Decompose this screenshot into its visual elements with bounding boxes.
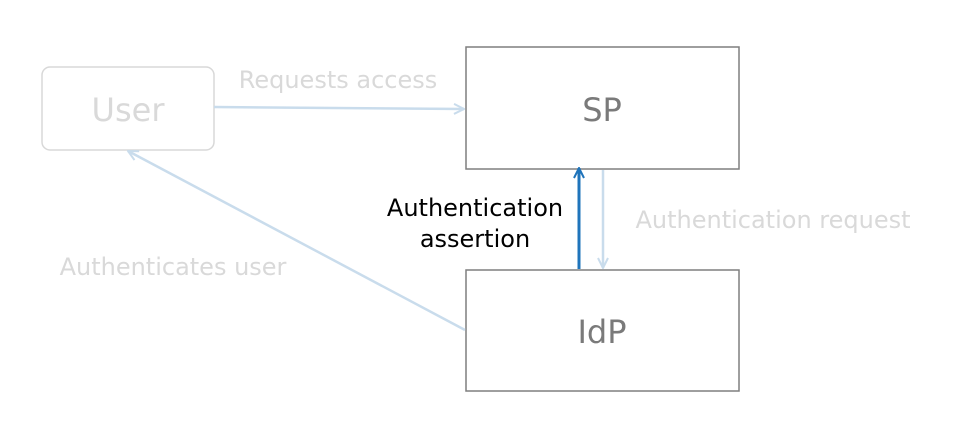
authenticates-user-arrow [128,149,466,332]
edge-authentication-assertion: Authentication assertion [387,168,579,269]
authentication-assertion-label-line2: assertion [420,225,530,253]
edge-requests-access: Requests access [213,66,464,109]
sp-label: SP [582,91,622,129]
authentication-assertion-label-line1: Authentication [387,194,563,222]
authentication-request-label: Authentication request [635,206,910,234]
idp-box [465,269,740,392]
requests-access-arrow [213,107,464,109]
sp-node: SP [465,46,740,170]
user-label: User [92,91,166,129]
idp-label: IdP [577,313,626,351]
authenticates-user-label: Authenticates user [60,253,287,281]
requests-access-label: Requests access [239,66,438,94]
sp-box [465,46,740,170]
user-node: User [41,66,215,151]
idp-node: IdP [465,269,740,392]
edge-authentication-request: Authentication request [603,170,911,268]
edge-authenticates-user: Authenticates user [60,149,466,332]
